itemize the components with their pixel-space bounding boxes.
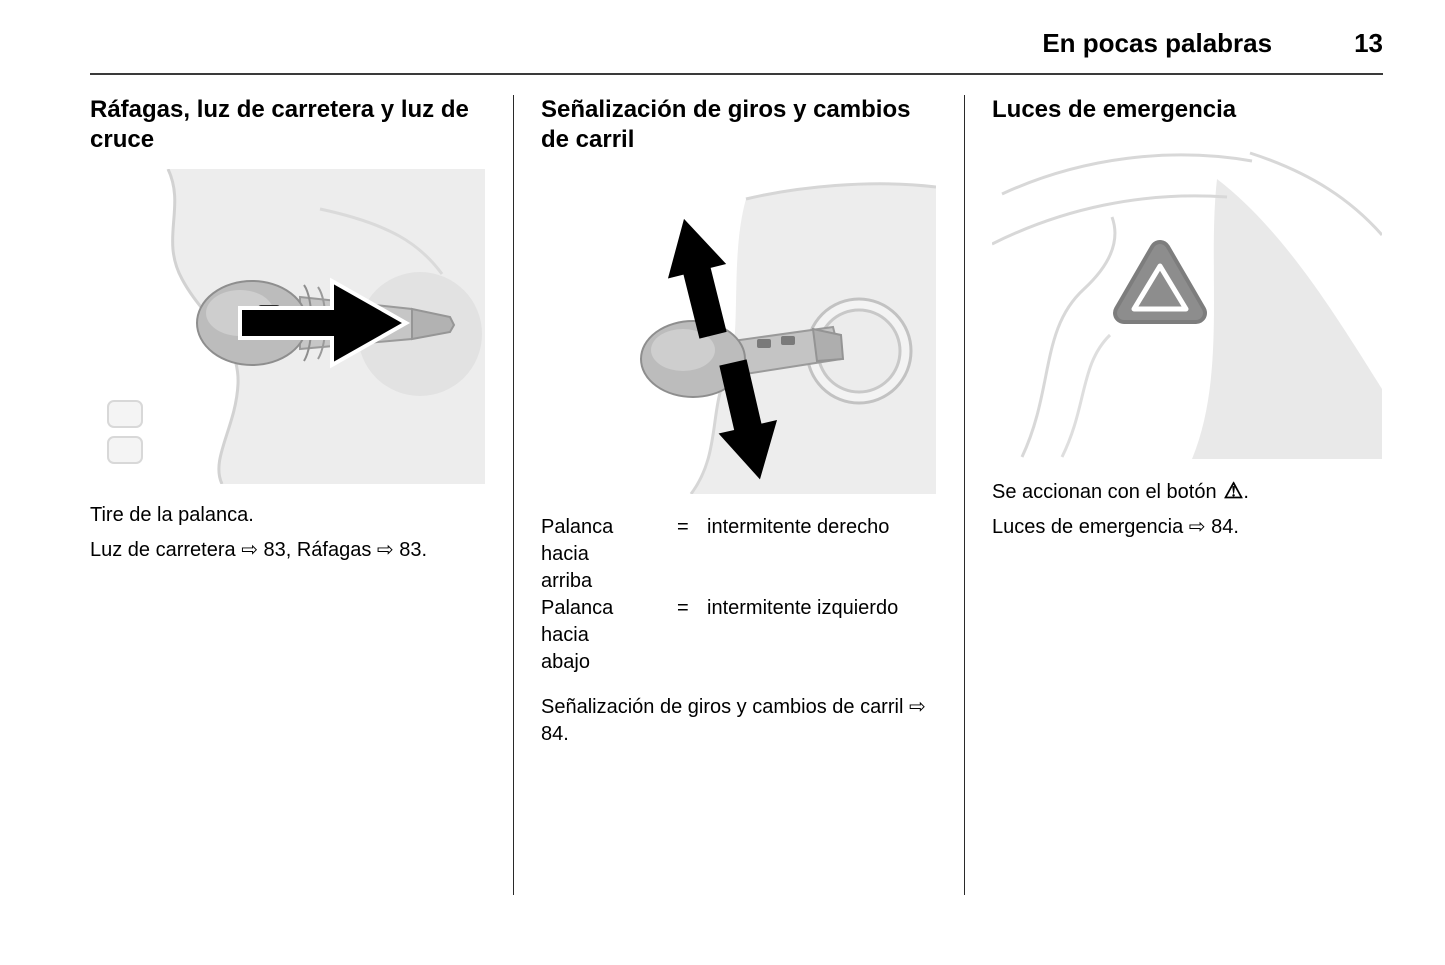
turn-signal-lever-pull-illustration xyxy=(90,169,485,484)
column-hazard-lights: Luces de emergencia Se accionan con el b… xyxy=(992,95,1387,541)
arrow-up-icon xyxy=(667,218,727,339)
caption-signal-reference: Señalización de giros y cambios de carri… xyxy=(541,696,926,745)
definition-term: Palanca hacia arriba xyxy=(541,516,614,592)
page-header: En pocas palabras 13 xyxy=(0,0,1445,59)
caption-pull-lever: Tire de la palanca. xyxy=(90,504,254,526)
content-columns: Ráfagas, luz de carretera y luz de cruce xyxy=(0,75,1445,895)
header-rule xyxy=(90,73,1383,75)
section-title: En pocas palabras xyxy=(1042,28,1273,58)
hazard-button-illustration xyxy=(992,139,1382,459)
column-title-headlight-flash: Ráfagas, luz de carretera y luz de cruce xyxy=(90,96,469,153)
arrow-right-icon xyxy=(238,277,411,369)
caption-headlight-references: Luz de carretera ⇨ 83, Ráfagas ⇨ 83. xyxy=(90,539,428,561)
definition-term: Palanca hacia abajo xyxy=(541,597,614,673)
page-number: 13 xyxy=(1354,28,1383,58)
hazard-triangle-icon xyxy=(1131,263,1189,312)
definition-value: intermitente izquierdo xyxy=(707,597,899,619)
definition-value: intermitente derecho xyxy=(707,516,890,538)
column-title-turn-signals: Señalización de giros y cambios de carri… xyxy=(541,96,911,153)
caption-hazard-reference: Luces de emergencia ⇨ 84. xyxy=(992,516,1239,538)
caption-hazard-after: . xyxy=(1243,481,1249,503)
arrow-down-icon xyxy=(718,359,778,480)
signal-definition-list: Palanca hacia arriba = intermitente dere… xyxy=(541,514,936,676)
column-turn-signals: Señalización de giros y cambios de carri… xyxy=(541,95,936,748)
definition-row-down: Palanca hacia abajo = intermitente izqui… xyxy=(541,595,936,676)
turn-signal-lever-figure xyxy=(541,169,936,494)
hazard-button-figure xyxy=(992,139,1387,459)
definition-row-up: Palanca hacia arriba = intermitente dere… xyxy=(541,514,936,595)
turn-signal-lever-up-down-illustration xyxy=(541,169,936,494)
equals-sign: = xyxy=(677,597,689,619)
hazard-warning-icon: ⚠ xyxy=(1223,478,1244,503)
column-headlight-flash: Ráfagas, luz de carretera y luz de cruce xyxy=(90,95,485,564)
column-title-hazard-lights: Luces de emergencia xyxy=(992,96,1237,123)
column-divider xyxy=(513,95,514,895)
headlight-lever-figure xyxy=(90,169,485,484)
equals-sign: = xyxy=(677,516,689,538)
caption-hazard-before: Se accionan con el botón xyxy=(992,481,1217,503)
caption-hazard-button: Se accionan con el botón ⚠. xyxy=(992,477,1387,506)
column-divider xyxy=(964,95,965,895)
